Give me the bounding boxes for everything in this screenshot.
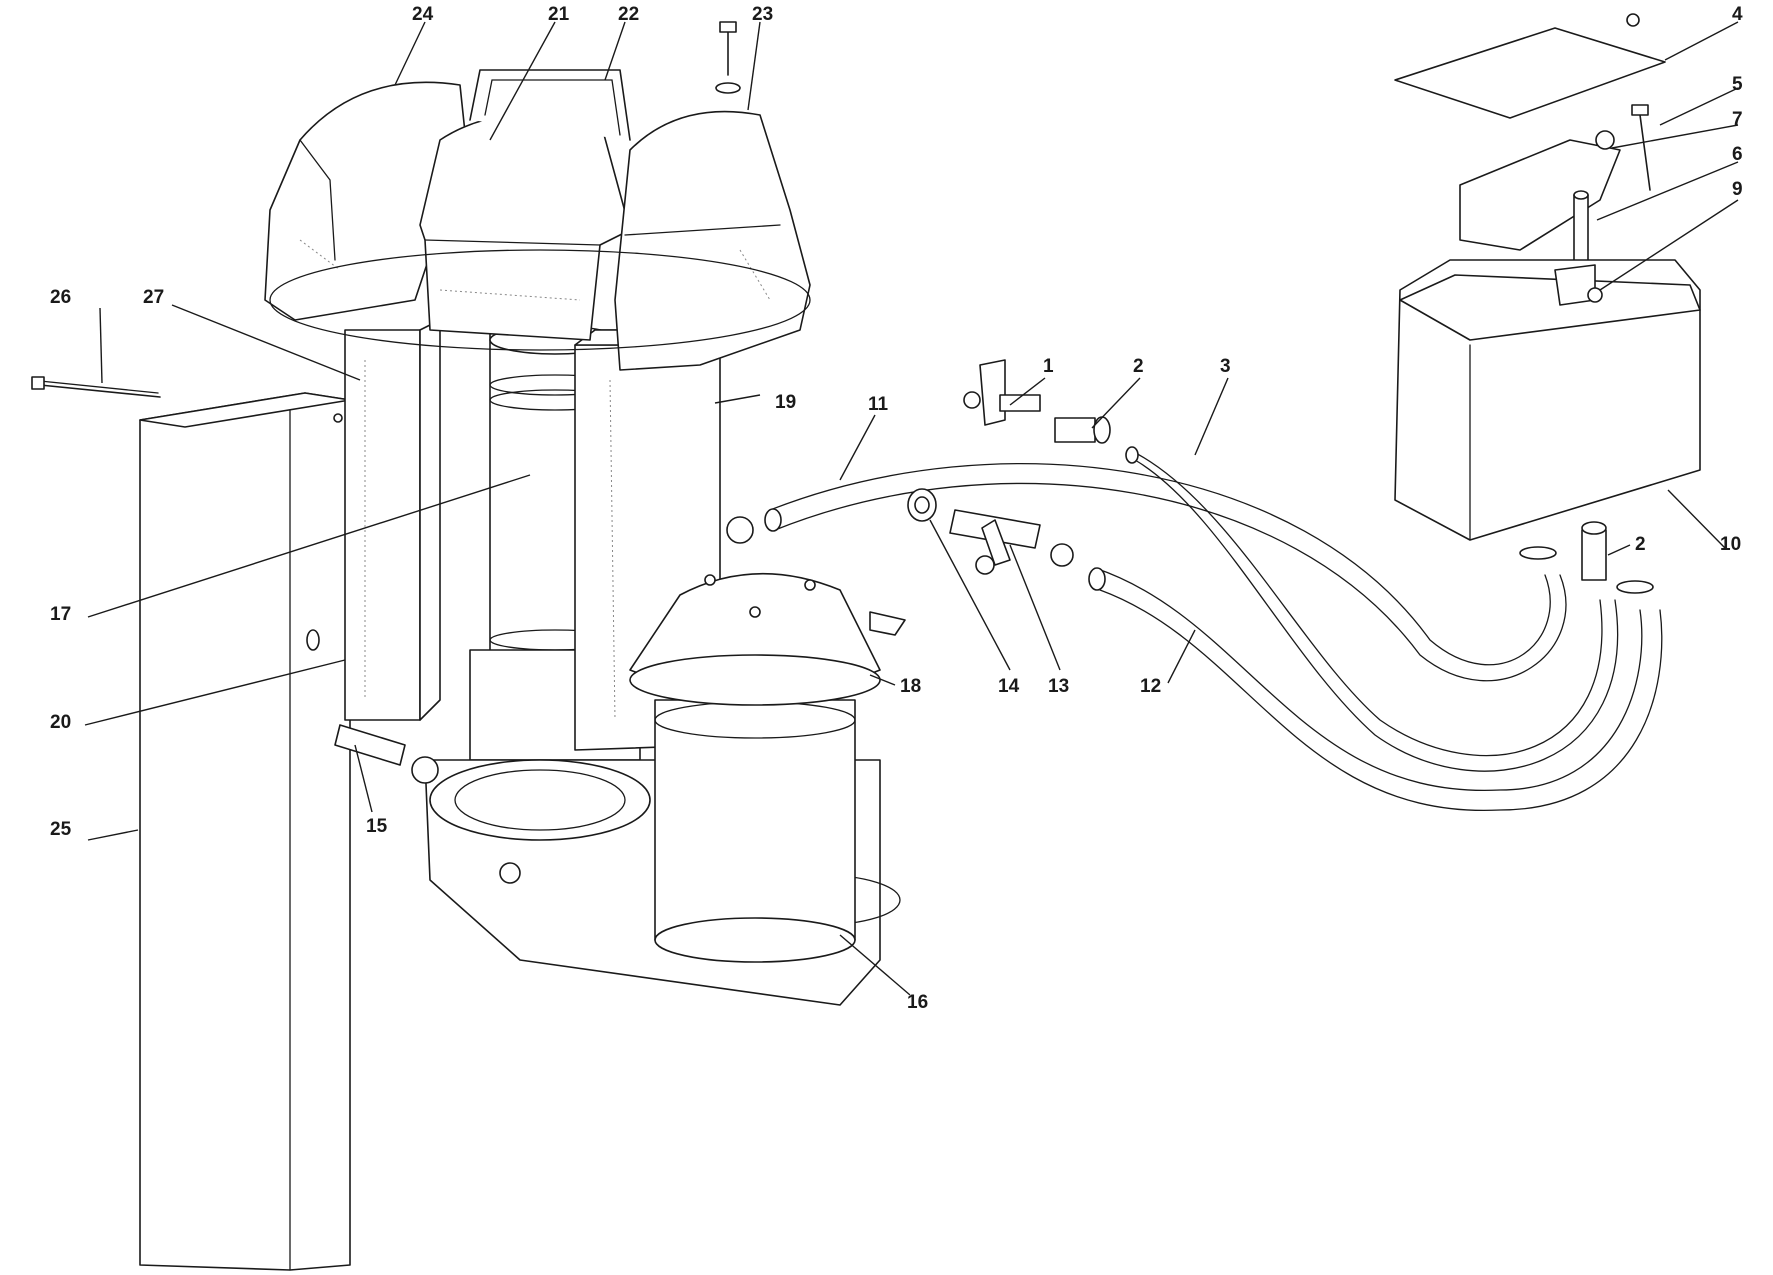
reservoir-10	[1394, 259, 1701, 541]
hood-left-24	[264, 81, 471, 321]
fitting-1	[963, 359, 1041, 426]
callout-12: 12	[1140, 676, 1161, 697]
hose-clip	[726, 516, 754, 544]
outlet-pillar-25	[139, 392, 351, 1271]
handle-22	[469, 69, 631, 141]
callout-22: 22	[618, 4, 639, 25]
sensor-6	[1573, 190, 1589, 276]
float-switch-7	[1459, 130, 1621, 251]
long-bolt-26	[31, 376, 161, 398]
callout-14: 14	[998, 676, 1020, 697]
callout-18: 18	[900, 676, 921, 697]
callout-20: 20	[50, 712, 71, 733]
screw-5	[1631, 104, 1651, 191]
callout-16: 16	[907, 992, 928, 1013]
callout-9: 9	[1732, 179, 1743, 200]
callout-2-second: 2	[1635, 534, 1646, 555]
callout-5: 5	[1732, 74, 1743, 95]
callout-10: 10	[1720, 534, 1741, 555]
callout-24: 24	[412, 4, 434, 25]
hose-11	[764, 463, 1567, 682]
lid-4	[1394, 13, 1666, 119]
grommet-14	[907, 488, 937, 522]
connector-2-lower	[1519, 521, 1654, 594]
callout-6: 6	[1732, 144, 1743, 165]
callout-15: 15	[366, 816, 388, 837]
tee-fitting-13	[949, 509, 1074, 575]
callout-4: 4	[1732, 4, 1743, 25]
callout-21: 21	[548, 4, 570, 25]
callout-27: 27	[143, 287, 164, 308]
callout-26: 26	[50, 287, 71, 308]
callout-23: 23	[752, 4, 773, 25]
side-panel-20	[344, 319, 441, 721]
filter-cap-18	[629, 572, 906, 706]
callout-19: 19	[775, 392, 796, 413]
hood-center-21	[419, 112, 631, 341]
callout-2: 2	[1133, 356, 1144, 377]
hose-12	[1088, 567, 1663, 811]
callout-3: 3	[1220, 356, 1231, 377]
bolt-washer-23	[715, 21, 741, 94]
callout-1: 1	[1043, 356, 1054, 377]
callout-25: 25	[50, 819, 72, 840]
leader-lines	[84, 21, 1739, 996]
hose-3	[1125, 446, 1619, 772]
callout-11: 11	[868, 394, 889, 415]
connector-2-upper	[1054, 416, 1111, 444]
callout-labels: 1 2 3 4 5 6 7 9 10 11 12 13 14 15 16 17 …	[50, 4, 1743, 1013]
callout-17: 17	[50, 604, 71, 625]
callout-13: 13	[1048, 676, 1069, 697]
filter-canister-16	[654, 699, 856, 963]
hose-15	[334, 724, 439, 784]
callout-7: 7	[1732, 109, 1743, 130]
hood-ring	[269, 249, 811, 351]
hood-right-23	[614, 110, 811, 371]
